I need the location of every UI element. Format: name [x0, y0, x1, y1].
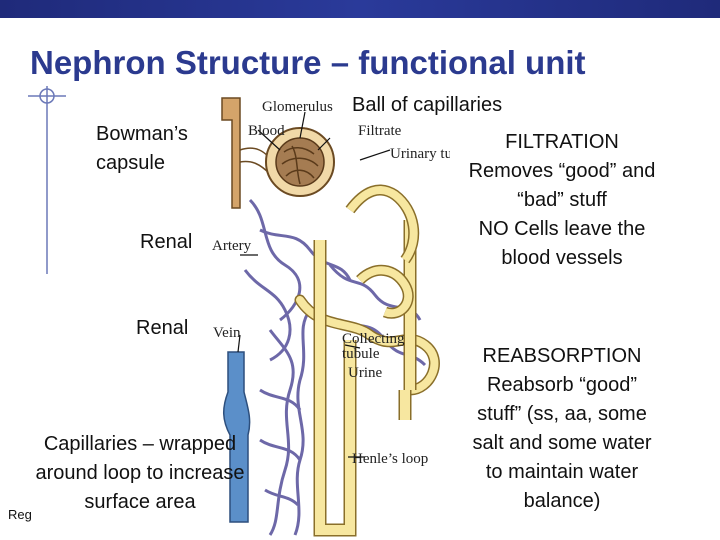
label-vein: Vein — [213, 325, 241, 341]
reabsorption-line: stuff” (ss, aa, some — [477, 403, 647, 425]
label-glomerulus: Glomerulus — [262, 99, 333, 115]
filtration-line: Removes “good” and — [468, 160, 656, 182]
label-filtrate: Filtrate — [358, 123, 402, 139]
reabsorption-block: REABSORPTION Reabsorb “good” stuff” (ss,… — [444, 342, 680, 516]
bowmans-capsule-label: Bowman’s capsule — [96, 123, 188, 174]
renal-vein — [223, 351, 251, 523]
reabsorption-heading: REABSORPTION — [482, 345, 642, 367]
renal-artery-label: Renal — [140, 231, 193, 253]
filtration-line: “bad” stuff — [517, 189, 607, 211]
glomerulus — [275, 137, 325, 187]
label-urine: Urine — [348, 365, 382, 381]
filtration-line: NO Cells leave the — [478, 218, 646, 240]
filtration-block: FILTRATION Removes “good” and “bad” stuf… — [430, 128, 694, 273]
top-bar — [0, 0, 720, 18]
label-blood: Blood — [248, 123, 285, 139]
reabsorption-line: Reabsorb “good” — [486, 374, 638, 396]
footer-reg: Reg — [8, 507, 32, 522]
reabsorption-line: balance) — [523, 490, 601, 512]
reabsorption-line: salt and some water — [472, 432, 652, 454]
renal-artery — [221, 97, 241, 209]
tubules — [294, 184, 440, 537]
label-henles-loop: Henle’s loop — [352, 451, 428, 467]
capillaries-label: Capillaries – wrapped around loop to inc… — [35, 433, 245, 513]
renal-vein-label: Renal — [136, 317, 189, 339]
filtration-line: blood vessels — [501, 247, 623, 269]
ball-of-capillaries-label: Ball of capillaries — [352, 94, 503, 116]
reabsorption-line: to maintain water — [485, 461, 639, 483]
label-collecting: Collecting — [342, 331, 405, 347]
nephron-diagram: Glomerulus Blood Filtrate Urinary tubule… — [212, 97, 450, 537]
label-urinary-tubule: Urinary tubule — [390, 146, 450, 162]
label-tubule: tubule — [342, 346, 380, 362]
crosshair-icon — [28, 86, 66, 274]
filtration-heading: FILTRATION — [505, 131, 619, 153]
slide-title: Nephron Structure – functional unit — [30, 44, 586, 81]
label-artery: Artery — [212, 238, 252, 254]
